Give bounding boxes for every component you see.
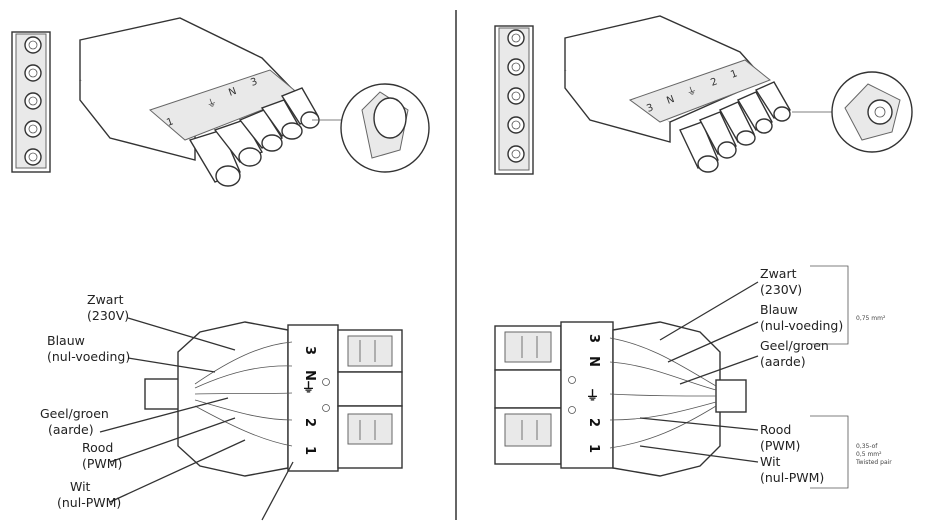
right-spec-bottom-3: Twisted pair [855,459,892,466]
right-label-wit-sub: (nul-PWM) [760,470,824,485]
right-label-geelgroen-sub: (aarde) [760,354,806,369]
right-contact-blocks [494,325,562,465]
left-iso-pin-3: 3 [249,76,259,89]
right-pin-earth: ⏚ [586,389,599,404]
left-label-rood-sub: (PWM) [82,456,122,471]
right-pin-strip [560,321,614,469]
left-contact-blocks [337,329,403,469]
right-pin-2: 2 [586,418,601,427]
left-pin-earth: ⏚ [302,381,315,396]
right-iso-contacts [679,81,791,173]
right-label-rood: Rood [760,422,791,437]
left-front-sockets [24,36,42,166]
right-iso-pin-n: N [665,94,676,107]
right-label-zwart-sub: (230V) [760,282,802,297]
right-label-wit: Wit [760,454,781,469]
right-iso-pin-earth: ⏚ [685,84,699,99]
left-label-zwart-sub: (230V) [87,308,129,323]
left-label-blauw-sub: (nul-voeding) [47,349,130,364]
right-spec-brackets [810,265,849,489]
left-iso-contacts [188,87,320,187]
right-pin-n: N [586,356,601,367]
right-pin-3: 3 [586,334,601,343]
left-label-geelgroen: Geel/groen [40,406,109,421]
left-pin-2: 2 [302,418,317,427]
left-label-wit-sub: (nul-PWM) [57,495,121,510]
left-wires [194,341,293,447]
left-label-rood: Rood [82,440,113,455]
right-label-blauw: Blauw [760,302,798,317]
left-iso-pin-n: N [227,86,238,99]
right-front-sockets [507,29,525,163]
right-label-blauw-sub: (nul-voeding) [760,318,843,333]
right-iso-pin-1: 1 [729,68,739,81]
left-pin-strip [287,324,339,472]
right-leader-lines [639,281,759,463]
left-leader-lines [99,317,294,521]
left-label-geelgroen-sub: (aarde) [48,422,94,437]
right-wires [609,337,717,449]
right-spec-bottom-2: 0,5 mm² [856,451,882,458]
right-label-rood-sub: (PWM) [760,438,800,453]
left-wiring-view: 3 N ⏚ 2 1 [40,292,403,521]
left-iso-pin-1: 1 [165,116,175,129]
left-label-blauw: Blauw [47,333,85,348]
right-label-zwart: Zwart [760,266,797,281]
right-cable-sleeve [715,379,747,413]
left-iso-connector: 1 ⏚ N 3 [11,17,430,187]
left-iso-pin-earth: ⏚ [205,96,219,111]
left-label-zwart: Zwart [87,292,124,307]
right-spec-bottom-1: 0,35-of [856,443,878,450]
left-pin-1: 1 [302,446,317,455]
right-wiring-view: 3 N ⏚ 2 1 0,75 mm² [494,265,892,489]
right-iso-connector: 3 N ⏚ 2 1 [494,15,913,175]
left-pin-n: N [302,370,317,381]
right-iso-pin-2: 2 [709,76,719,89]
right-label-geelgroen: Geel/groen [760,338,829,353]
left-housing [177,321,289,477]
right-iso-pin-3: 3 [645,102,655,115]
left-label-wit: Wit [70,479,91,494]
right-housing [612,321,721,477]
right-spec-top: 0,75 mm² [856,315,886,322]
left-pin-3: 3 [302,346,317,355]
right-pin-1: 1 [586,444,601,453]
